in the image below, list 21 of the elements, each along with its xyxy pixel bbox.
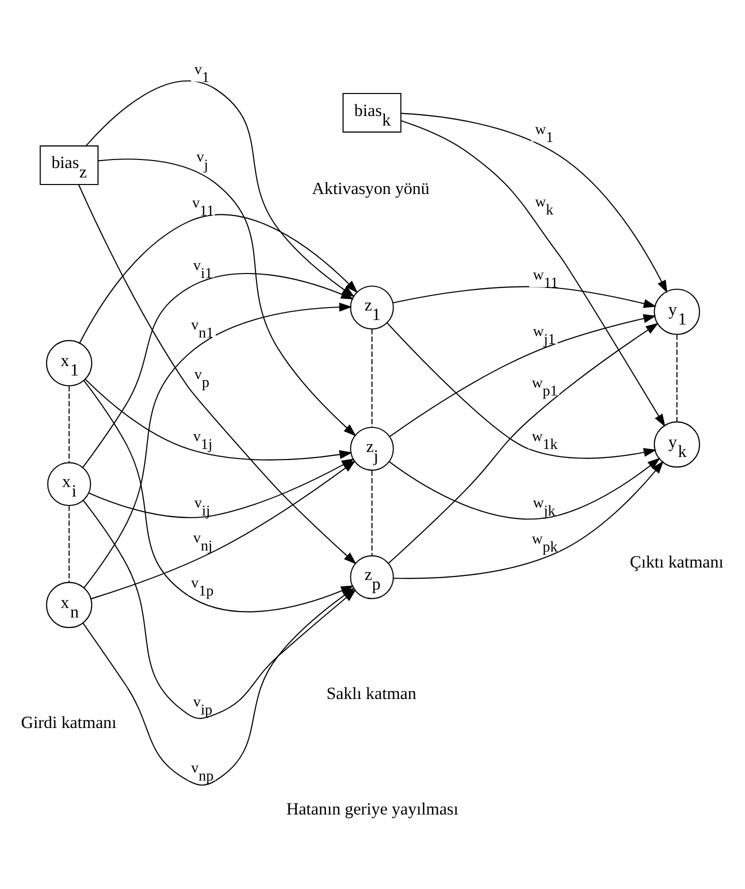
arrow xyxy=(393,460,664,579)
connector xyxy=(676,334,678,422)
arrow xyxy=(388,458,660,520)
arrow xyxy=(400,112,668,294)
arrow xyxy=(82,588,355,786)
label: Hatanın geriye yayılması xyxy=(286,800,458,819)
connector xyxy=(68,386,70,462)
label: Girdi katmanı xyxy=(20,712,117,732)
arrow xyxy=(390,314,656,437)
arrow xyxy=(386,322,657,459)
arrow xyxy=(79,214,358,344)
connector xyxy=(371,470,372,556)
arrow xyxy=(392,286,657,308)
label: Aktivasyon yönü xyxy=(312,178,430,198)
label: Çıktı katmanı xyxy=(630,552,724,572)
arrow xyxy=(388,322,659,564)
arrow xyxy=(84,302,352,588)
arrow xyxy=(85,378,352,460)
connector xyxy=(68,506,70,582)
label: Saklı katman xyxy=(326,684,416,703)
connector xyxy=(371,329,372,428)
